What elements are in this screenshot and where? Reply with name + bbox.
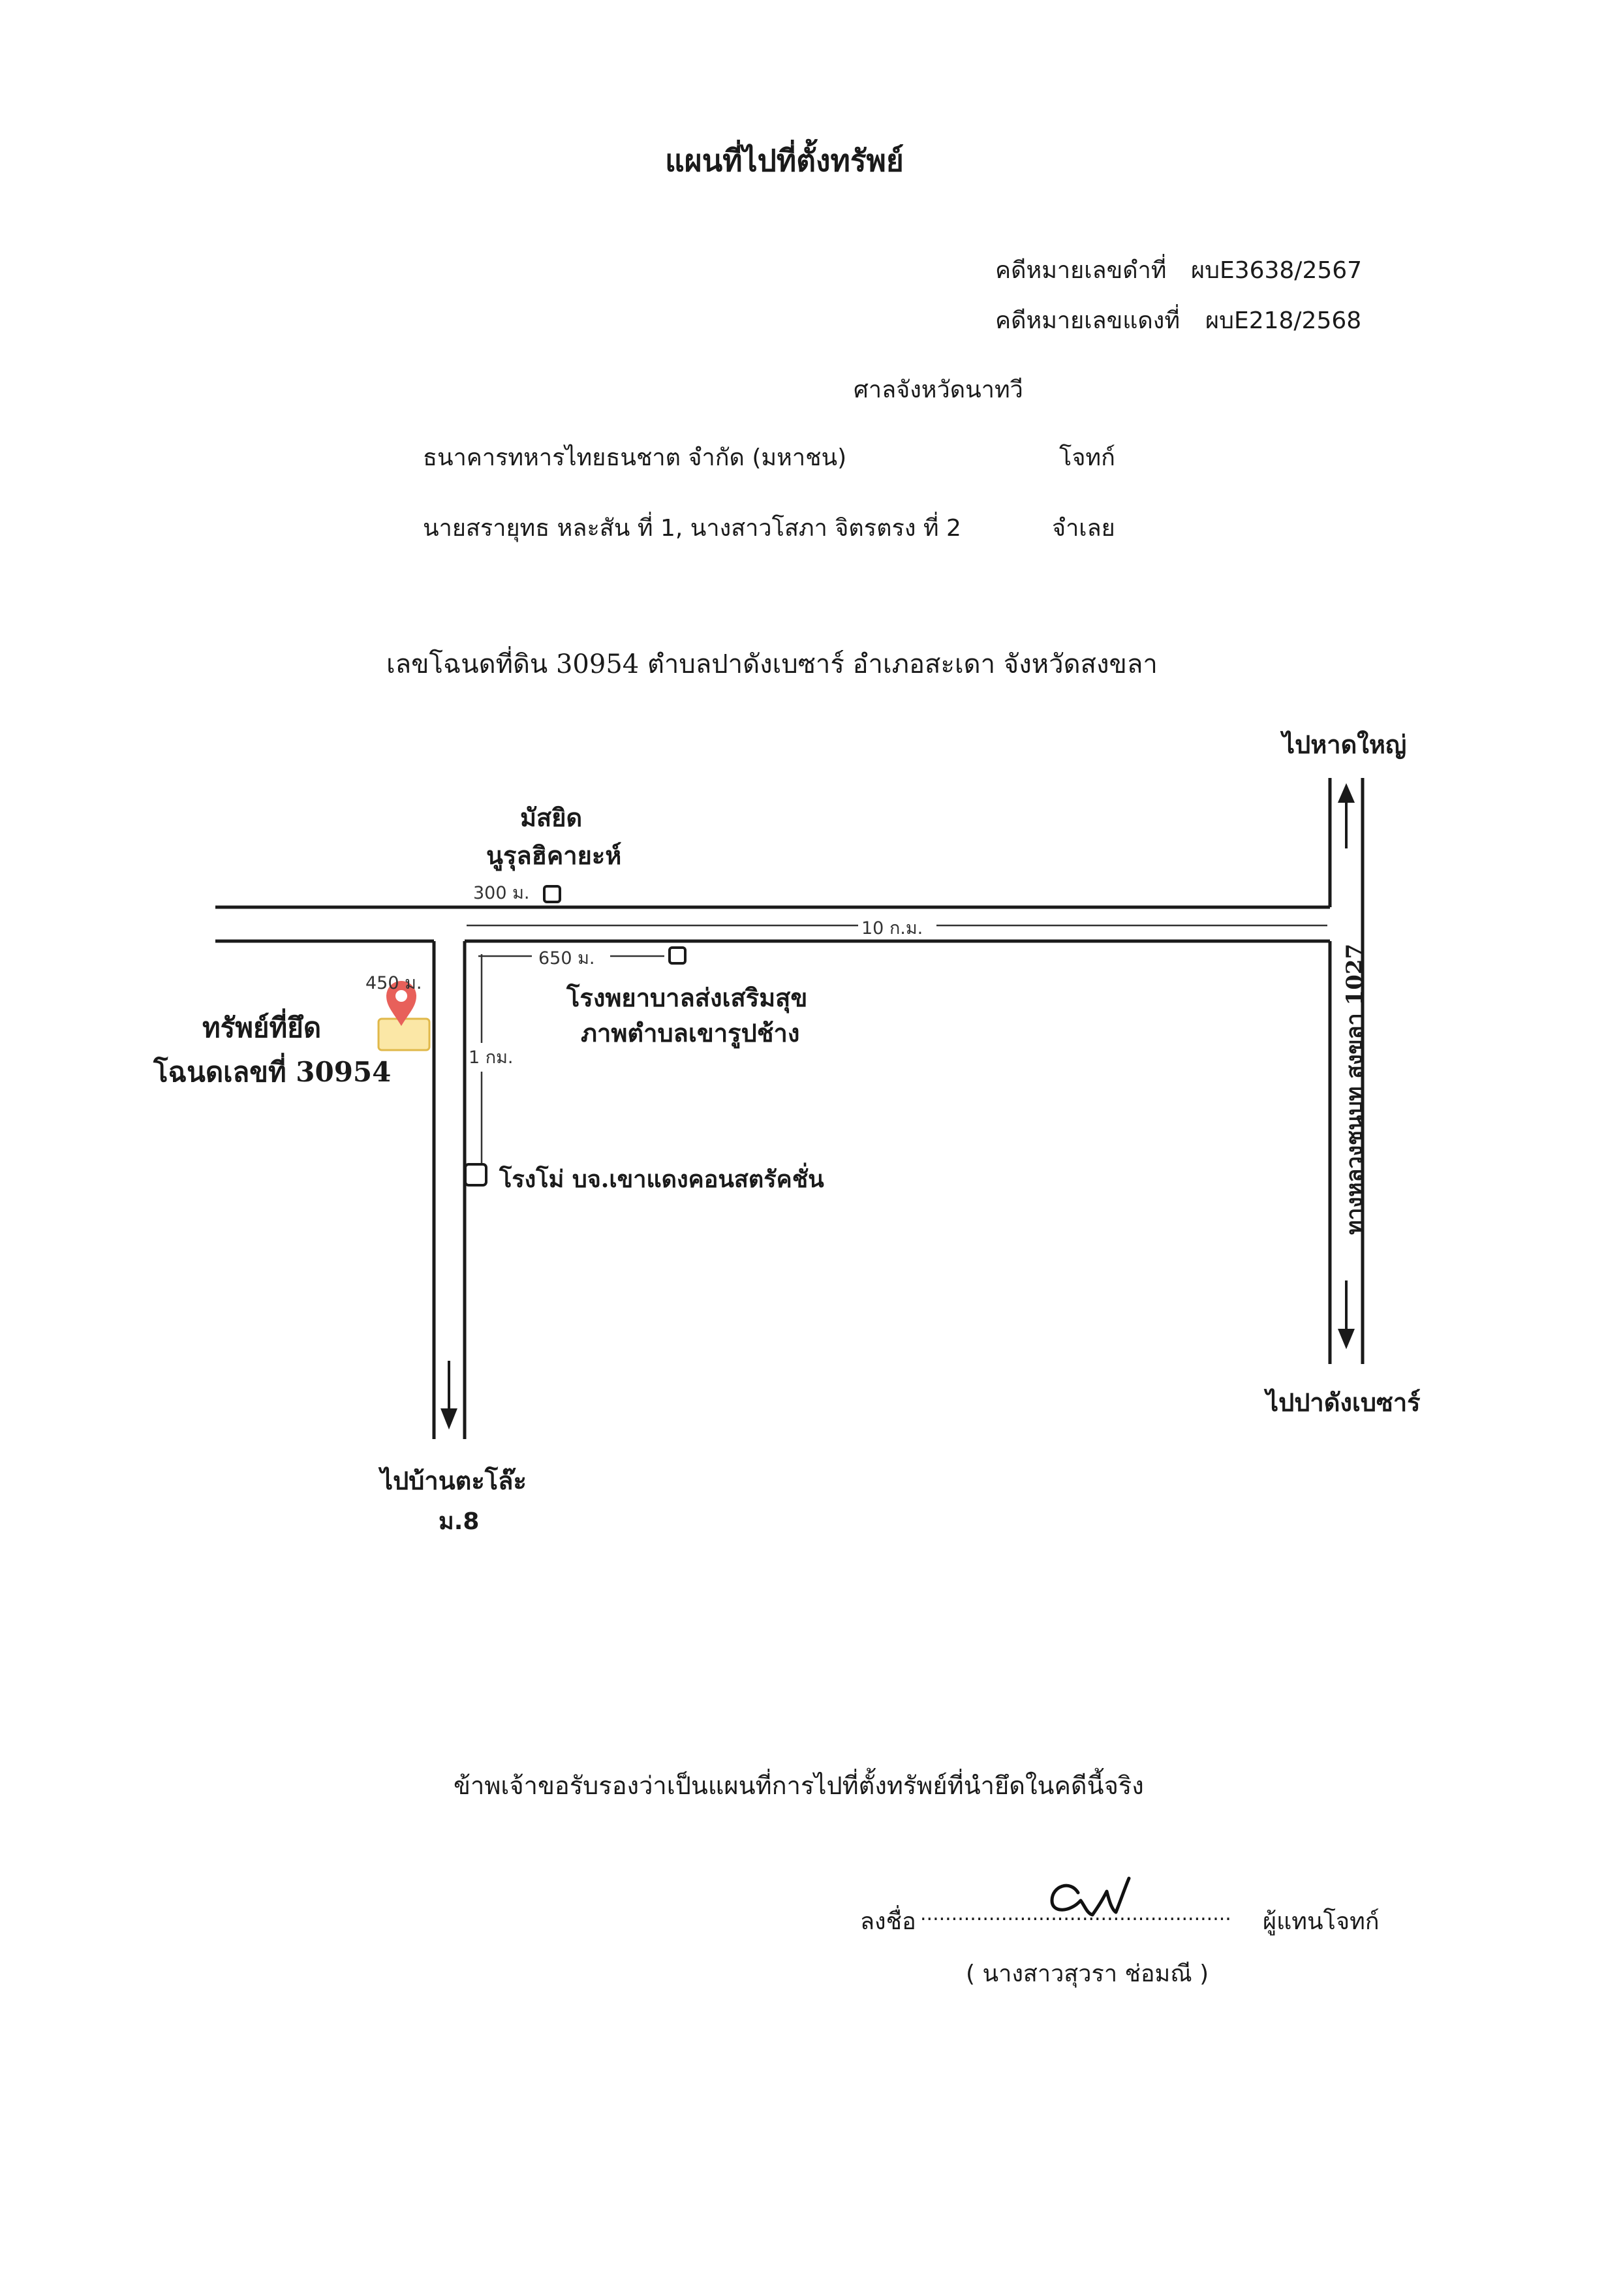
distance-450m: 450 ม. [365, 973, 422, 993]
arrow-south-icon [440, 1408, 457, 1430]
mosque-label-line2: นูรุลฮิคายะห์ [486, 841, 622, 870]
signature-role: ผู้แทนโจทก์ [1263, 1908, 1380, 1935]
defendants-role: จำเลย [1052, 515, 1115, 542]
signature-prefix: ลงชื่อ [860, 1908, 916, 1935]
property-label-line1: ทรัพย์ที่ยึด [202, 1012, 322, 1044]
factory-marker [464, 1163, 487, 1187]
mosque-marker [543, 885, 561, 903]
to-padang-besar-label: ไปปาดังเบซาร์ [1266, 1388, 1421, 1417]
factory-label: โรงโม่ บจ.เขาแดงคอนสตรัคชั่น [499, 1166, 824, 1193]
arrow-down-icon [1338, 1329, 1355, 1350]
location-pin-icon [386, 981, 416, 1026]
black-case-label: คดีหมายเลขดำที่ [995, 257, 1167, 284]
to-ban-talo-label-line2: ม.8 [439, 1508, 480, 1535]
distance-1km: 1 กม. [469, 1047, 514, 1068]
arrow-up-icon [1337, 783, 1355, 803]
plaintiff-name: ธนาคารทหารไทยธนชาต จำกัด (มหาชน) [423, 444, 847, 471]
property-plot [377, 1017, 431, 1051]
distance-300m: 300 ม. [473, 883, 530, 903]
hospital-label-line1: โรงพยาบาลส่งเสริมสุข [566, 983, 808, 1012]
plaintiff-role: โจทก์ [1059, 444, 1115, 471]
handwritten-signature [1050, 1876, 1131, 1917]
to-hat-yai-label: ไปหาดใหญ่ [1282, 730, 1407, 759]
highway-label: ทางหลวงชนบท สงขลา 1027 [1342, 943, 1368, 1235]
document-title: แผนที่ไปที่ตั้งทรัพย์ [665, 143, 904, 178]
hospital-label-line2: ภาพตำบลเขารูปช้าง [581, 1018, 800, 1047]
red-case-number: ผบE218/2568 [1205, 307, 1362, 334]
black-case-number: ผบE3638/2567 [1191, 257, 1363, 284]
deed-line: เลขโฉนดที่ดิน 30954 ตำบลปาดังเบซาร์ อำเภ… [386, 649, 1158, 679]
hospital-marker [668, 946, 687, 965]
property-label-line2: โฉนดเลขที่ 30954 [153, 1056, 392, 1088]
court-name: ศาลจังหวัดนาทวี [854, 377, 1023, 403]
signer-name: ( นางสาวสุวรา ช่อมณี ) [966, 1961, 1209, 1987]
to-ban-talo-label-line1: ไปบ้านตะโล๊ะ [380, 1466, 527, 1495]
red-case-label: คดีหมายเลขแดงที่ [995, 307, 1181, 334]
distance-650m: 650 ม. [538, 948, 595, 969]
defendants-names: นายสรายุทธ หละสัน ที่ 1, นางสาวโสภา จิตร… [423, 515, 961, 542]
distance-10km: 10 ก.ม. [861, 918, 923, 939]
certification-statement: ข้าพเจ้าขอรับรองว่าเป็นแผนที่การไปที่ตั้… [454, 1771, 1144, 1800]
mosque-label-line1: มัสยิด [520, 803, 583, 832]
